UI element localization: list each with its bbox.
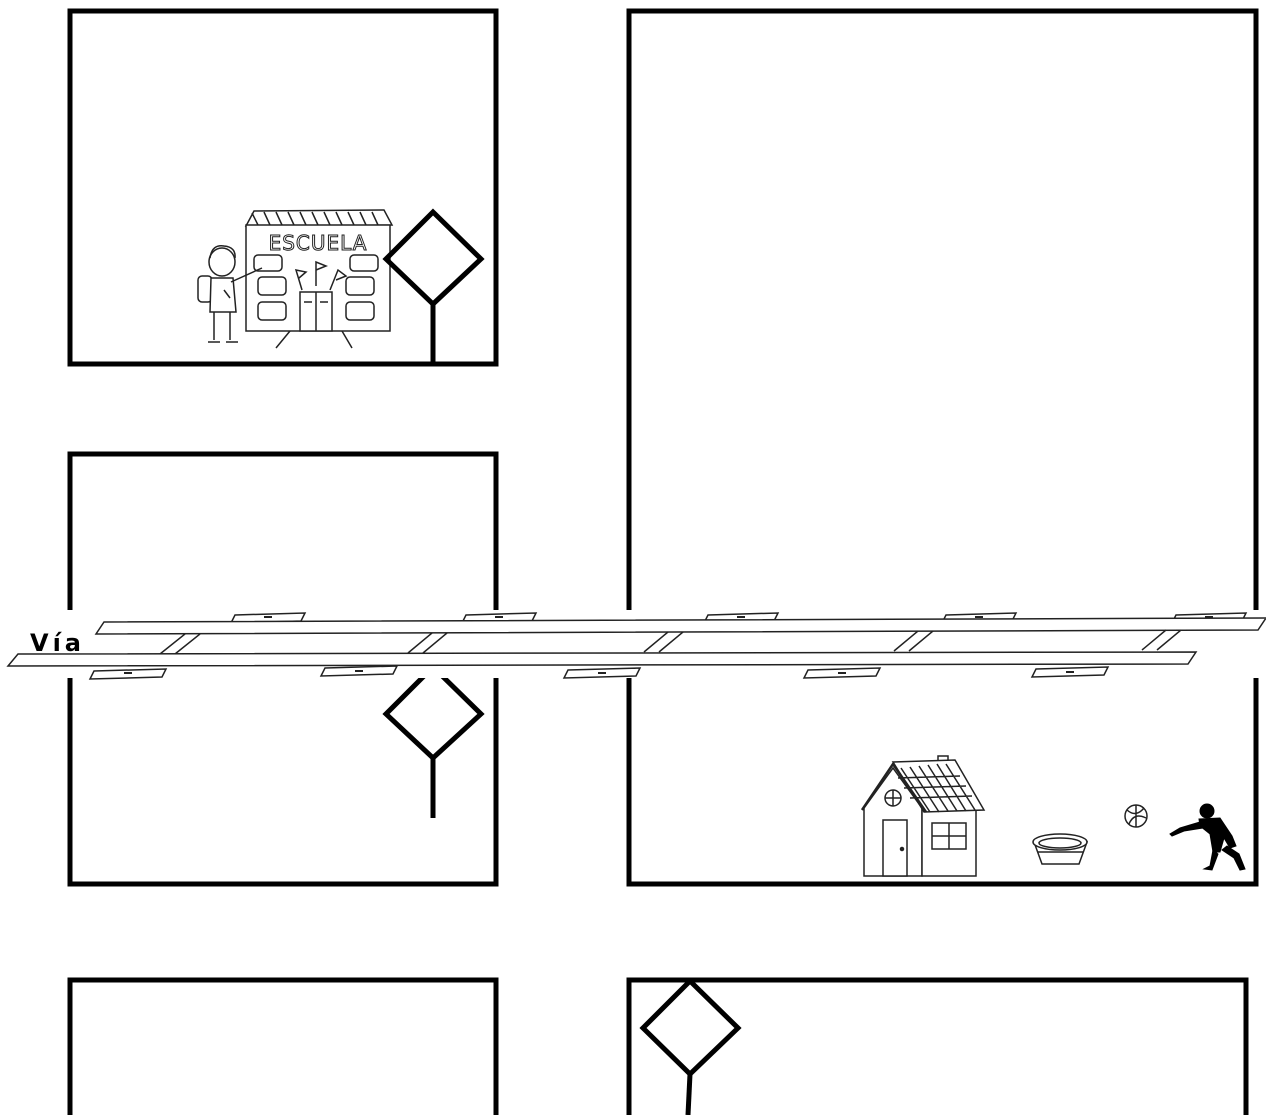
school-window bbox=[346, 277, 374, 295]
school-illustration: ESCUELA bbox=[246, 210, 392, 348]
block-right-tall bbox=[629, 11, 1256, 884]
boy-silhouette bbox=[1170, 804, 1245, 870]
school-window bbox=[258, 277, 286, 295]
boy-head bbox=[1200, 804, 1214, 818]
block-bottom-right bbox=[629, 980, 1246, 1115]
road-sign bbox=[643, 981, 738, 1115]
school-window bbox=[254, 255, 282, 271]
railway: Vía bbox=[0, 610, 1266, 679]
city-blocks bbox=[70, 11, 1256, 1115]
road-sign bbox=[386, 667, 481, 818]
boy-arm bbox=[1170, 822, 1203, 836]
school-sign: ESCUELA bbox=[269, 231, 368, 255]
house-illustration bbox=[862, 756, 984, 876]
basin-illustration bbox=[1033, 834, 1087, 864]
school-window bbox=[350, 255, 378, 271]
railway-label: Vía bbox=[30, 629, 85, 657]
boy-legs bbox=[1204, 846, 1245, 870]
block-bottom-left bbox=[70, 980, 496, 1115]
school-window bbox=[258, 302, 286, 320]
rail-bottom bbox=[8, 652, 1196, 666]
child-legs bbox=[208, 312, 238, 342]
school-window bbox=[346, 302, 374, 320]
ball-illustration bbox=[1125, 805, 1147, 827]
child-head bbox=[209, 248, 235, 276]
school-roof bbox=[246, 210, 392, 226]
road-sign bbox=[386, 212, 481, 362]
child-body bbox=[210, 278, 236, 312]
boy-body bbox=[1199, 818, 1236, 852]
